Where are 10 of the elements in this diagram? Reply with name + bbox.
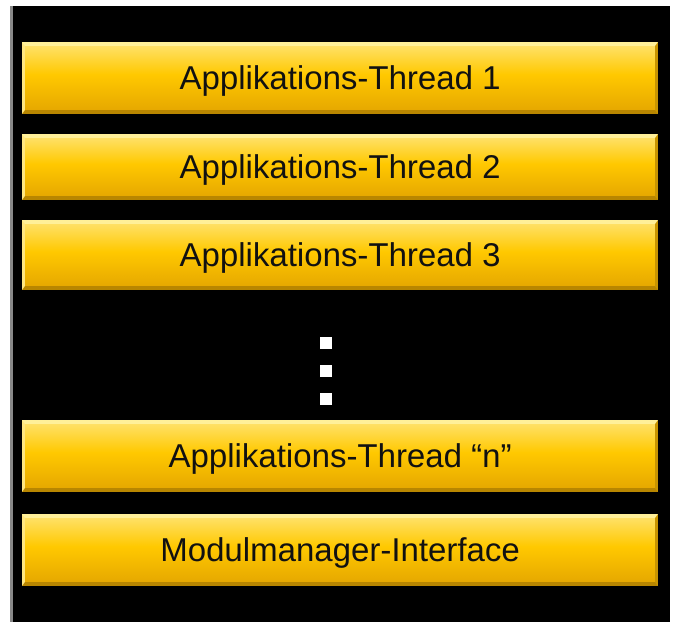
bar-label: Applikations-Thread 1 bbox=[179, 59, 500, 97]
bar-label: Modulmanager-Interface bbox=[160, 531, 520, 569]
thread-bar bbox=[22, 134, 658, 200]
bar-label: Applikations-Thread “n” bbox=[168, 437, 512, 475]
bar-label: Applikations-Thread 2 bbox=[179, 148, 500, 186]
bar-label: Applikations-Thread 3 bbox=[179, 236, 500, 274]
thread-bar bbox=[22, 420, 658, 492]
thread-bar bbox=[22, 220, 658, 290]
thread-bar bbox=[22, 514, 658, 586]
thread-bar bbox=[22, 42, 658, 114]
